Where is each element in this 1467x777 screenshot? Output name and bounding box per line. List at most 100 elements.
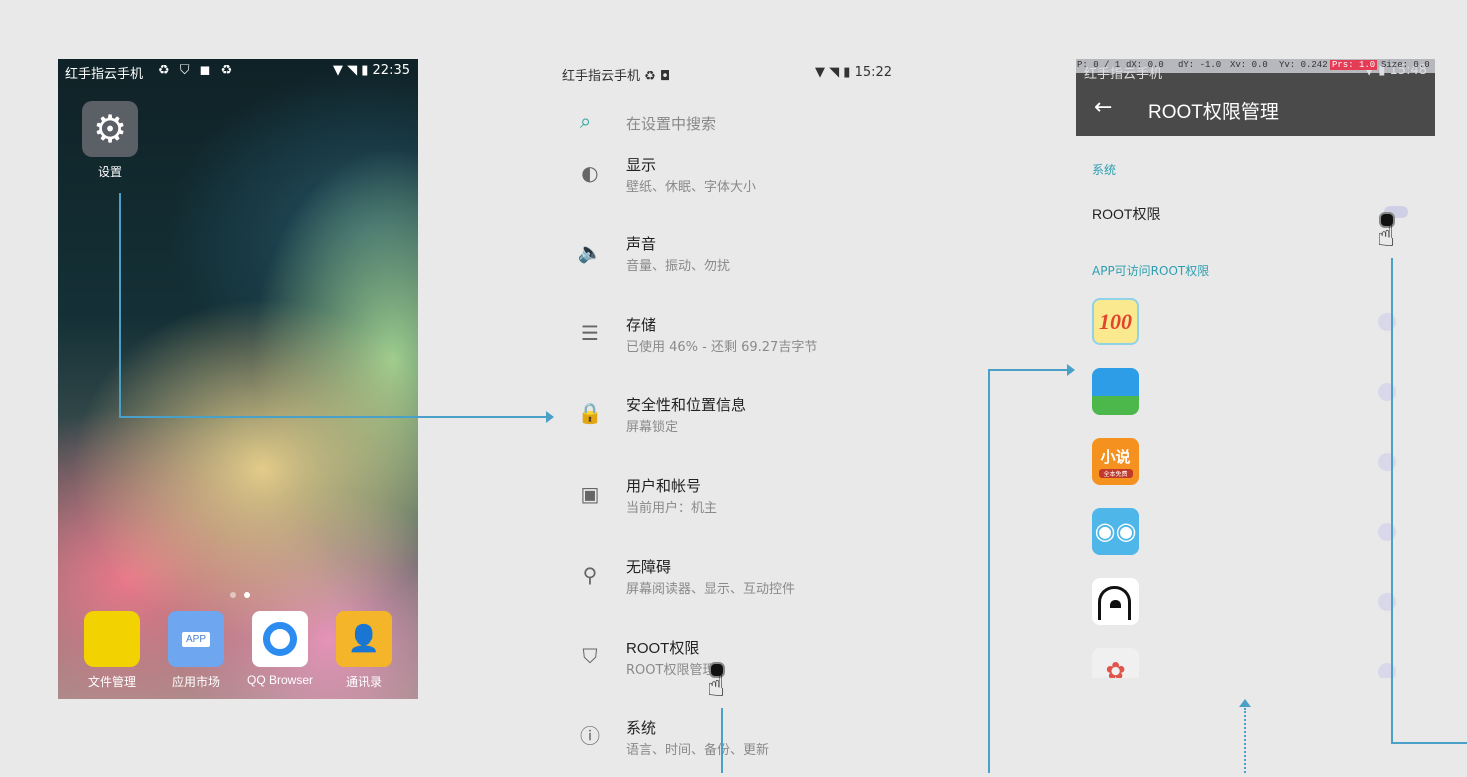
- dock-label: 应用市场: [171, 675, 220, 689]
- brightness-icon: ◐: [581, 161, 599, 185]
- app-root-row[interactable]: ✿: [1092, 648, 1422, 678]
- app-sprout-icon: [1092, 368, 1139, 415]
- settings-item-title: 显示: [626, 156, 657, 174]
- page-indicator: [226, 583, 254, 602]
- dock-item-contacts[interactable]: 👤 通讯录: [324, 611, 404, 690]
- accessibility-icon: ⚲: [582, 563, 598, 587]
- overlay-size: Size: 0.0: [1381, 60, 1430, 70]
- dock-item-app-store[interactable]: APP 应用市场: [156, 611, 236, 690]
- wifi-icon: ▼: [332, 63, 343, 78]
- overlay-p: P: 0 / 1: [1077, 60, 1121, 70]
- app-novel-icon: 小说 全本免费: [1092, 438, 1139, 485]
- settings-item-subtitle: ROOT权限管理: [626, 663, 716, 678]
- connector-line: [1391, 258, 1393, 743]
- app-store-badge: APP: [181, 631, 210, 647]
- app-100-icon: 100: [1092, 298, 1139, 345]
- account-icon: ▣: [580, 482, 600, 506]
- pointer-location-overlay: P: 0 / 1 dX: 0.0 dY: -1.0 Xv: 0.0 Yv: 0.…: [1076, 59, 1435, 73]
- settings-item-title: 系统: [626, 719, 657, 737]
- app-root-row[interactable]: 100: [1092, 298, 1422, 352]
- settings-item-storage[interactable]: ☰ 存储 已使用 46% - 还剩 69.27吉字节: [555, 314, 925, 374]
- app-root-toggle[interactable]: [1378, 453, 1396, 471]
- notification-icons: ♻ ◘: [644, 69, 671, 84]
- info-icon: ⓘ: [580, 724, 600, 748]
- dock-label: 通讯录: [345, 675, 382, 689]
- arrow-right-icon: [1067, 364, 1075, 376]
- root-permission-row[interactable]: ROOT权限: [1092, 204, 1422, 232]
- arrow-up-icon: [1239, 699, 1251, 707]
- connector-line: [119, 416, 547, 418]
- dock-label: 文件管理: [87, 675, 136, 689]
- settings-item-subtitle: 壁纸、休眠、字体大小: [626, 180, 757, 195]
- app-root-toggle[interactable]: [1378, 663, 1396, 678]
- connector-line: [988, 369, 990, 773]
- settings-item-subtitle: 屏幕阅读器、显示、互动控件: [626, 582, 796, 597]
- app-root-toggle[interactable]: [1378, 523, 1396, 541]
- page-dot: [230, 592, 236, 598]
- settings-item-subtitle: 已使用 46% - 还剩 69.27吉字节: [626, 340, 818, 355]
- app-novel-badge: 小说: [1100, 448, 1131, 466]
- dock-label: QQ Browser: [246, 673, 313, 687]
- settings-search[interactable]: ⌕ 在设置中搜索: [555, 109, 915, 139]
- storage-icon: ☰: [581, 321, 599, 345]
- lock-icon: 🔒: [577, 401, 603, 425]
- clock: 22:35: [372, 63, 410, 78]
- status-bar: 红手指云手机 ♻ ⛉ ◼ ♻ ▼ ◥ ▮ 22:35: [58, 59, 418, 85]
- overlay-prs: Prs: 1.0: [1330, 60, 1378, 70]
- settings-item-display[interactable]: ◐ 显示 壁纸、休眠、字体大小: [555, 154, 925, 214]
- settings-app-label: 设置: [97, 165, 122, 179]
- settings-screen: 红手指云手机 ♻ ◘ ▼ ◥ ▮ 15:22 ⌕ 在设置中搜索 ◐ 显示 壁纸、…: [555, 59, 925, 773]
- settings-app-shortcut[interactable]: ⚙ 设置: [82, 101, 138, 180]
- wifi-icon: ▼: [815, 65, 825, 80]
- settings-item-title: 用户和帐号: [626, 477, 702, 495]
- dock-item-file-manager[interactable]: 文件管理: [72, 611, 152, 690]
- dock: 文件管理 APP 应用市场 QQ Browser 👤 通讯录: [58, 611, 418, 699]
- overlay-dx: dX: 0.0: [1126, 60, 1164, 70]
- carrier-label: 红手指云手机: [65, 67, 144, 82]
- app-store-icon: APP: [168, 611, 224, 667]
- settings-item-title: 无障碍: [626, 558, 672, 576]
- settings-item-subtitle: 当前用户：机主: [626, 501, 718, 516]
- signal-icon: ◥: [829, 65, 840, 80]
- notification-icons: ♻ ⛉ ◼ ♻: [158, 63, 236, 78]
- qq-browser-icon: [252, 611, 308, 667]
- settings-item-accounts[interactable]: ▣ 用户和帐号 当前用户：机主: [555, 475, 925, 535]
- settings-item-sound[interactable]: 🔈 声音 音量、振动、勿扰: [555, 233, 925, 293]
- app-root-toggle[interactable]: [1378, 313, 1396, 331]
- app-flower-icon: ✿: [1092, 648, 1139, 678]
- connector-line: [1391, 742, 1467, 744]
- connector-line: [988, 369, 1068, 371]
- app-root-toggle[interactable]: [1378, 593, 1396, 611]
- app-root-row[interactable]: 小说 全本免费: [1092, 438, 1422, 492]
- app-root-toggle[interactable]: [1378, 383, 1396, 401]
- app-root-row[interactable]: [1092, 368, 1422, 422]
- settings-item-subtitle: 音量、振动、勿扰: [626, 259, 731, 274]
- battery-icon: ▮: [361, 63, 369, 78]
- folder-icon: [84, 611, 140, 667]
- settings-item-title: 安全性和位置信息: [626, 396, 747, 414]
- settings-item-accessibility[interactable]: ⚲ 无障碍 屏幕阅读器、显示、互动控件: [555, 556, 925, 616]
- home-screen: 红手指云手机 ♻ ⛉ ◼ ♻ ▼ ◥ ▮ 22:35 ⚙ 设置 文件管理 APP…: [58, 59, 418, 699]
- connector-dotted-line: [1244, 708, 1246, 773]
- settings-item-title: 声音: [626, 235, 657, 253]
- status-bar: 红手指云手机 ♻ ◘ ▼ ◥ ▮ 15:22: [562, 65, 912, 87]
- app-owl-icon: ◉◉: [1092, 508, 1139, 555]
- app-root-row[interactable]: ◉◉: [1092, 508, 1422, 562]
- root-permission-label: ROOT权限: [1092, 206, 1161, 222]
- app-root-row[interactable]: [1092, 578, 1422, 632]
- settings-item-subtitle: 语言、时间、备份、更新: [626, 743, 770, 758]
- clock: 15:22: [854, 65, 893, 80]
- hand-pointer-icon: ☝: [1377, 219, 1396, 254]
- settings-item-system[interactable]: ⓘ 系统 语言、时间、备份、更新: [555, 717, 925, 777]
- dock-item-qq-browser[interactable]: QQ Browser: [240, 611, 320, 687]
- gear-icon: ⚙: [82, 101, 138, 157]
- carrier-label: 红手指云手机: [562, 69, 641, 84]
- root-shield-icon: ⛉: [582, 644, 598, 668]
- settings-item-root[interactable]: ⛉ ROOT权限 ROOT权限管理: [555, 637, 925, 697]
- settings-item-security[interactable]: 🔒 安全性和位置信息 屏幕锁定: [555, 394, 925, 454]
- touch-point: [709, 662, 725, 678]
- back-arrow-icon[interactable]: ←: [1094, 95, 1113, 120]
- app-dark-arch-icon: [1092, 578, 1139, 625]
- signal-icon: ◥: [347, 63, 358, 78]
- status-right: ▼ ◥ ▮ 15:22: [815, 65, 892, 80]
